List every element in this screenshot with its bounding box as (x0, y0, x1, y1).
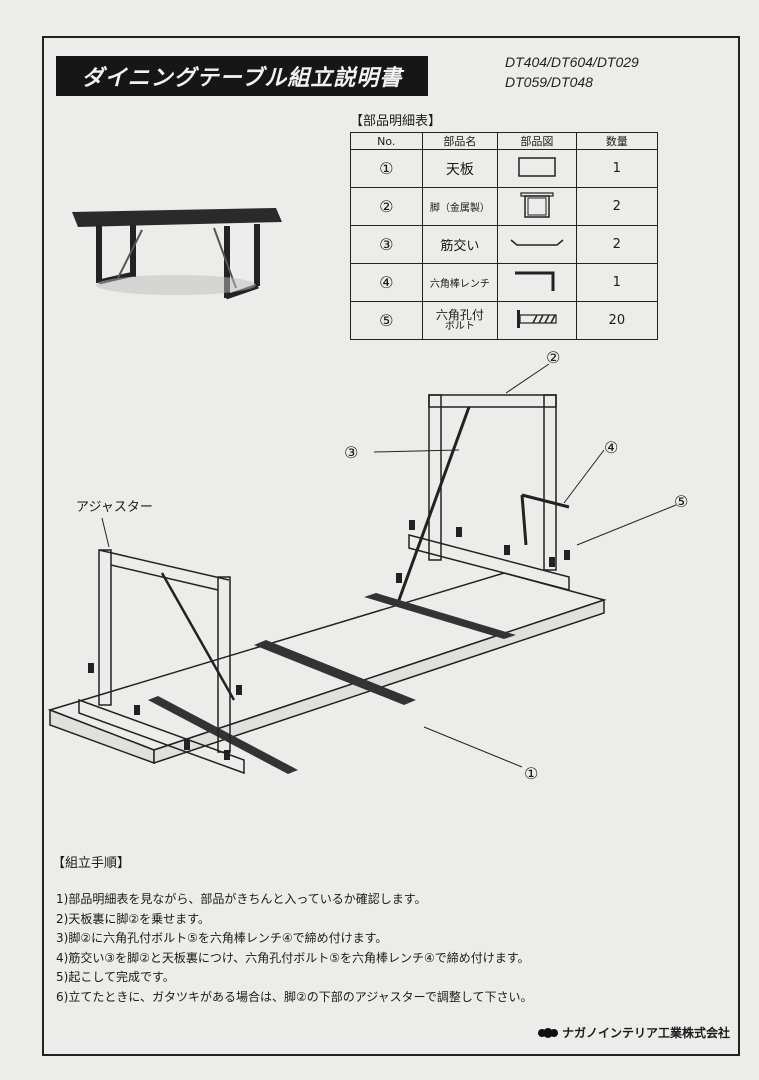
part-qty: 1 (575, 149, 659, 188)
leg-frame-icon (520, 192, 554, 218)
assembly-step-4: 4)筋交い③を脚②と天板裏につけ、六角孔付ボルト⑤を六角棒レンチ④で締め付けます… (56, 950, 530, 965)
part-name: 天板 (421, 149, 499, 188)
parts-table: No. 部品名 部品図 数量 ① 天板 1 ② 脚（金属製） 2 ③ 筋交い 2… (350, 132, 659, 340)
company-name: ナガノインテリア工業株式会社 (562, 1026, 731, 1040)
part-qty: 20 (575, 301, 659, 340)
part-no: ① (350, 149, 423, 188)
callout-part-1: ① (524, 764, 539, 783)
table-row: ② 脚（金属製） 2 (350, 187, 659, 226)
callout-part-4: ④ (604, 438, 619, 457)
part-qty: 1 (575, 263, 659, 302)
brace-icon (510, 239, 564, 246)
table-row: ① 天板 1 (350, 149, 659, 188)
assembly-step-6: 6)立てたときに、ガタツキがある場合は、脚②の下部のアジャスターで調整して下さい… (56, 989, 533, 1004)
table-row: ③ 筋交い 2 (350, 225, 659, 264)
column-header-name: 部品名 (421, 132, 499, 150)
adjuster-label: アジャスター (76, 500, 153, 515)
parts-table-header: No. 部品名 部品図 数量 (350, 132, 659, 150)
part-qty: 2 (575, 187, 659, 226)
assembly-step-3: 3)脚②に六角孔付ボルト⑤を六角棒レンチ④で締め付けます。 (56, 931, 388, 945)
part-name: 脚（金属製） (421, 187, 499, 226)
callout-part-2: ② (546, 348, 561, 367)
table-row: ④ 六角棒レンチ 1 (350, 263, 659, 302)
company-footer: ナガノインテリア工業株式会社 (538, 1024, 730, 1041)
tabletop-icon (518, 157, 556, 177)
exploded-assembly-diagram (47, 363, 677, 775)
table-photo-illustration (72, 208, 282, 300)
hex-wrench-icon (514, 271, 555, 291)
model-line-2: DT059/DT048 (505, 74, 593, 90)
assembly-step-2: 2)天板裏に脚②を乗せます。 (56, 911, 210, 926)
document-frame (42, 36, 740, 1056)
assembly-step-5: 5)起こして完成です。 (56, 970, 175, 984)
company-logo-icon (538, 1027, 558, 1038)
table-row: ⑤ 六角孔付 ボルト 20 (350, 301, 659, 340)
part-no: ④ (350, 263, 423, 302)
part-name: 筋交い (421, 225, 499, 264)
column-header-no: No. (350, 132, 423, 150)
part-no: ⑤ (350, 301, 423, 340)
assembly-steps-heading: 【組立手順】 (52, 856, 131, 871)
document-title: ダイニングテーブル組立説明書 (56, 56, 428, 96)
model-line-1: DT404/DT604/DT029 (505, 54, 639, 70)
column-header-figure: 部品図 (497, 132, 577, 150)
assembly-steps: 1)部品明細表を見ながら、部品がきちんと入っているか確認します。 2)天板裏に脚… (56, 890, 533, 1007)
model-numbers: DT404/DT604/DT029 DT059/DT048 (505, 52, 639, 92)
column-header-qty: 数量 (575, 132, 659, 150)
part-no: ③ (350, 225, 423, 264)
part-name: 六角棒レンチ (421, 263, 499, 302)
part-name-line-2: ボルト (444, 320, 475, 332)
part-name-line-1: 六角孔付 (435, 307, 484, 322)
part-qty: 2 (575, 225, 659, 264)
assembly-step-1: 1)部品明細表を見ながら、部品がきちんと入っているか確認します。 (56, 892, 427, 906)
callout-part-5: ⑤ (674, 492, 689, 511)
hex-bolt-icon (516, 310, 557, 328)
callout-part-3: ③ (344, 443, 359, 462)
part-no: ② (350, 187, 423, 226)
parts-table-heading: 【部品明細表】 (350, 114, 442, 129)
